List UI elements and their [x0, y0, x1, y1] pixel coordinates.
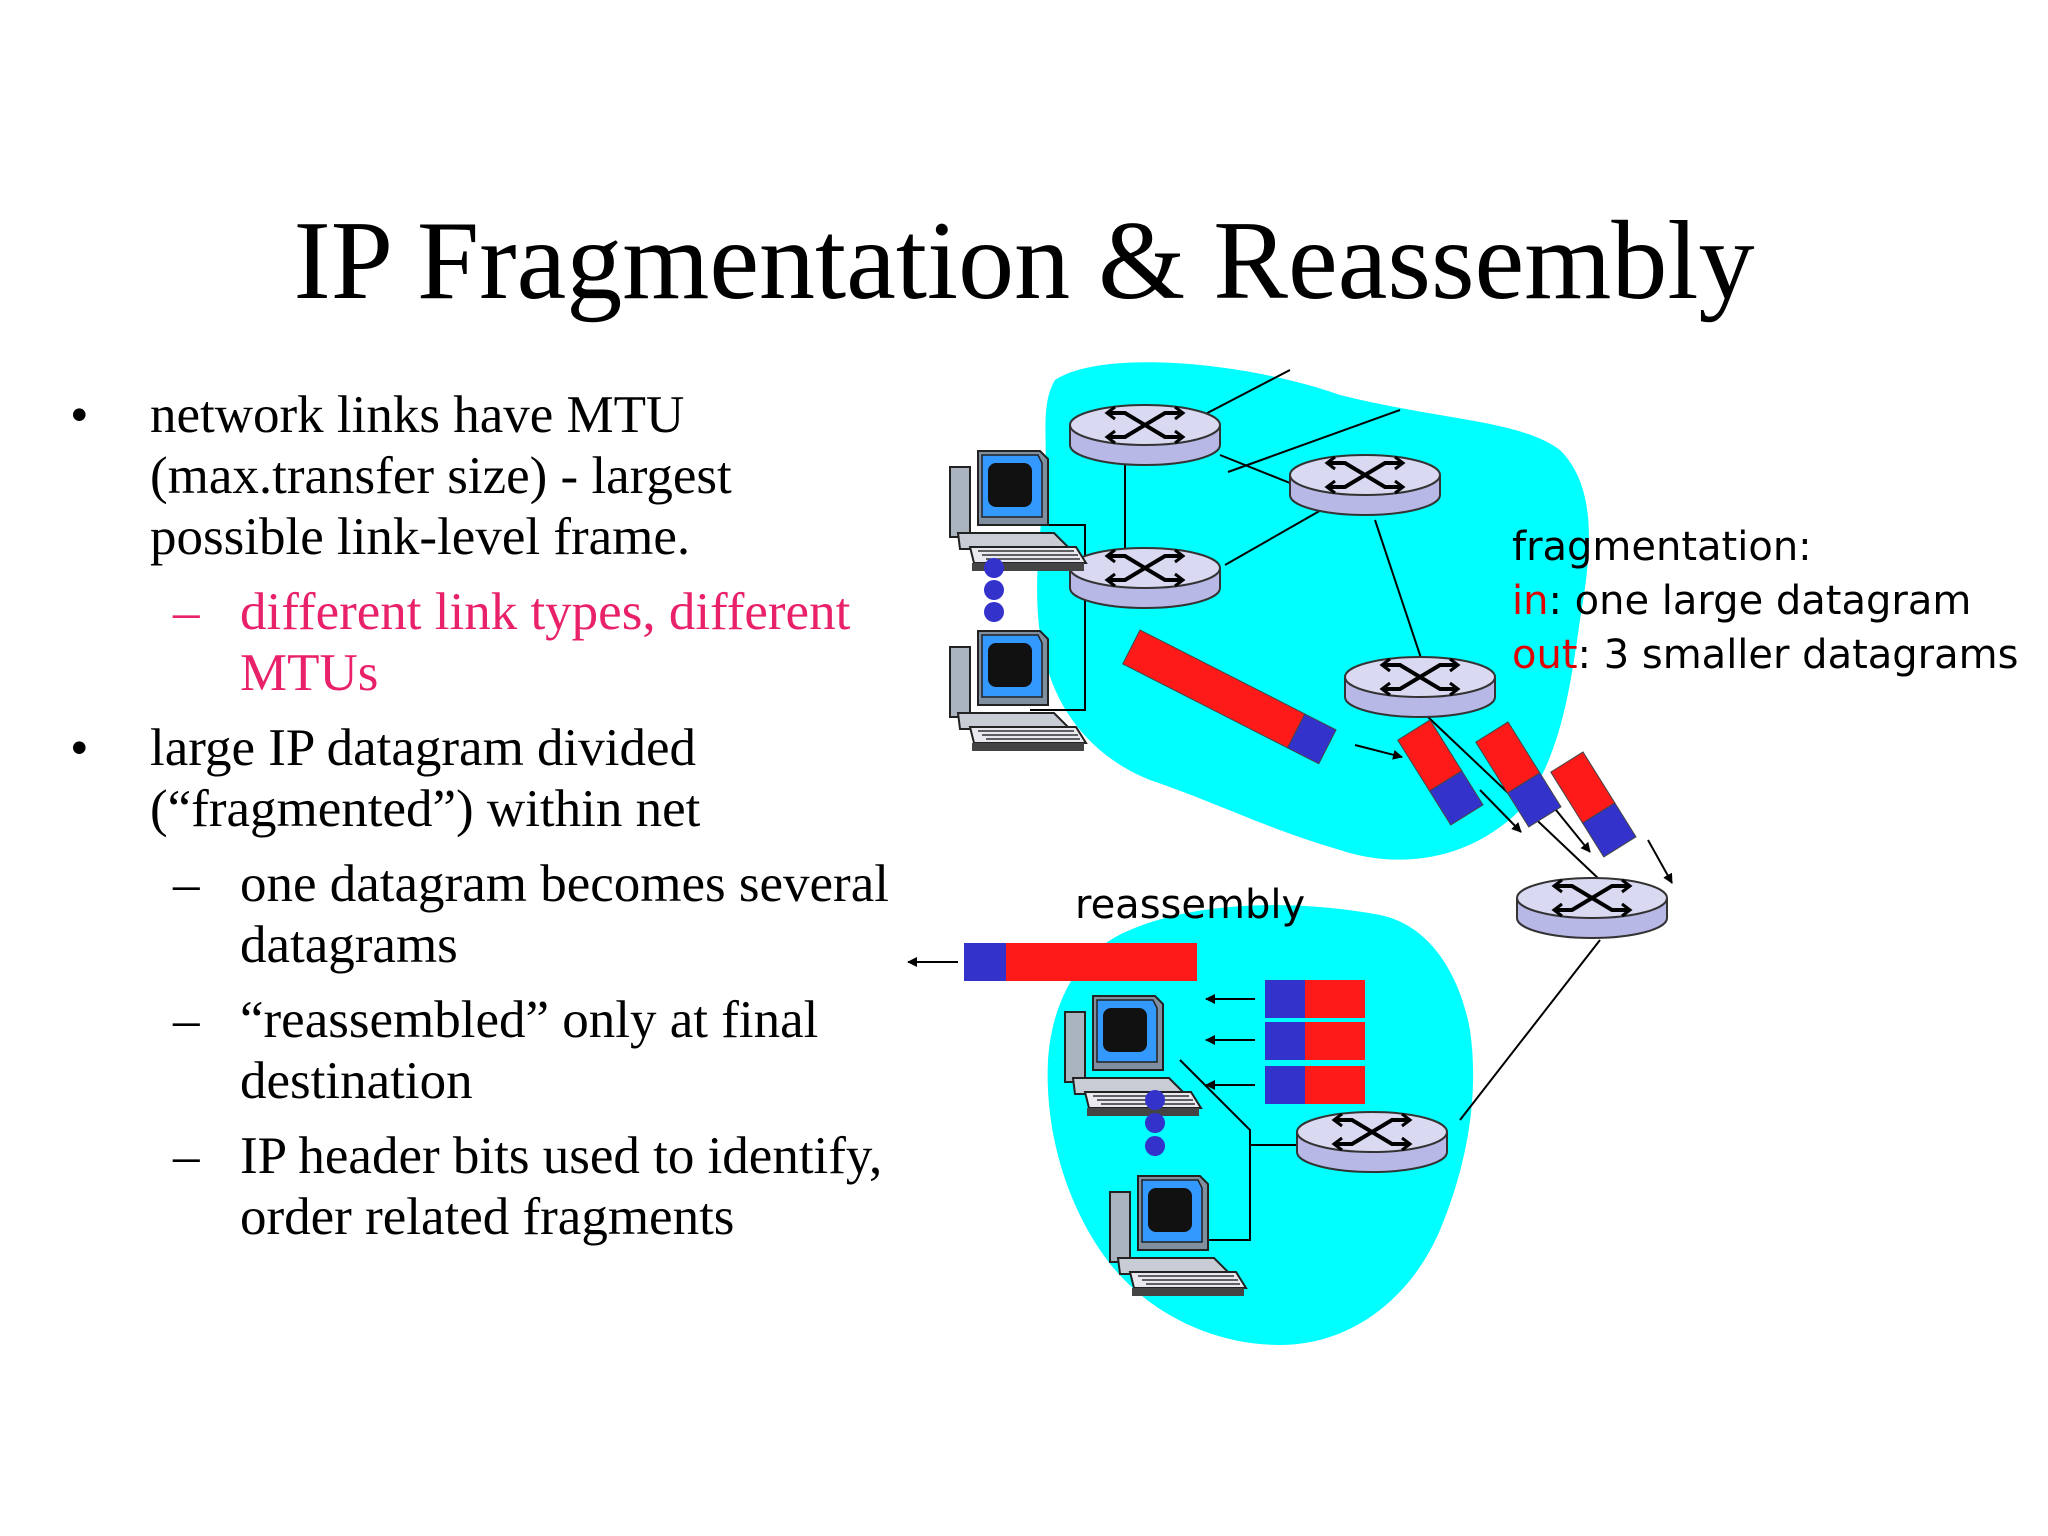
router-icon — [1288, 453, 1442, 517]
bullet-item: • large IP datagram divided (“fragmented… — [70, 718, 890, 840]
router-icon — [1515, 876, 1669, 940]
arrow-icon — [1479, 789, 1522, 833]
datagram-icon — [1550, 751, 1637, 858]
fragmentation-in-line: in: one large datagram — [1512, 578, 1971, 624]
ellipsis-dots-icon — [1145, 1090, 1165, 1156]
router-icon — [1295, 1110, 1449, 1174]
bullet-mark: • — [70, 719, 89, 777]
sub-bullet-text: IP header bits used to identify, order r… — [240, 1127, 883, 1246]
datagram-icon — [1122, 629, 1337, 765]
router-icon — [1343, 655, 1497, 719]
router-icon — [1068, 546, 1222, 610]
fragmentation-title: fragmentation: — [1512, 524, 1812, 570]
out-description: : 3 smaller datagrams — [1578, 632, 2019, 678]
out-keyword: out — [1512, 632, 1578, 678]
router-icon — [1068, 403, 1222, 467]
network-links — [1030, 369, 1601, 1241]
fragmentation-out-line: out: 3 smaller datagrams — [1512, 632, 2018, 678]
sub-bullet-item: – “reassembled” only at final destinatio… — [70, 990, 890, 1112]
sub-bullet-mark: – — [173, 855, 200, 913]
arrow-icon — [1555, 809, 1591, 853]
bullet-text: network links have MTU (max.transfer siz… — [150, 386, 732, 566]
datagram-icon — [1265, 1066, 1365, 1104]
bullet-text: large IP datagram divided (“fragmented”)… — [150, 719, 701, 838]
slide-title: IP Fragmentation & Reassembly — [293, 199, 1755, 323]
bullet-list: • network links have MTU (max.transfer s… — [70, 385, 890, 1262]
datagram-icon — [1265, 1022, 1365, 1060]
sub-bullet-text: different link types, different MTUs — [240, 583, 851, 702]
arrow-icon — [1647, 839, 1673, 884]
ellipsis-dots-icon — [984, 558, 1004, 622]
bullet-mark: • — [70, 386, 89, 444]
datagram-icon — [1397, 719, 1484, 826]
datagram-icon — [1265, 980, 1365, 1018]
arrow-icon — [1354, 744, 1403, 760]
sub-bullet-mark: – — [173, 583, 200, 641]
in-description: : one large datagram — [1548, 578, 1971, 624]
sub-bullet-mark: – — [173, 1127, 200, 1185]
sub-bullet-text: “reassembled” only at final destination — [240, 991, 819, 1110]
datagram-icon — [964, 943, 1197, 981]
reassembly-label: reassembly — [1075, 882, 1305, 928]
sub-bullet-item: – one datagram becomes several datagrams — [70, 854, 890, 976]
datagram-icon — [1475, 721, 1562, 828]
network-cloud-upper — [1037, 362, 1589, 860]
sub-bullet-mark: – — [173, 991, 200, 1049]
sub-bullet-item: – IP header bits used to identify, order… — [70, 1126, 890, 1248]
sub-bullet-item: – different link types, different MTUs — [70, 582, 890, 704]
bullet-item: • network links have MTU (max.transfer s… — [70, 385, 890, 568]
in-keyword: in — [1512, 578, 1548, 624]
sub-bullet-text: one datagram becomes several datagrams — [240, 855, 889, 974]
